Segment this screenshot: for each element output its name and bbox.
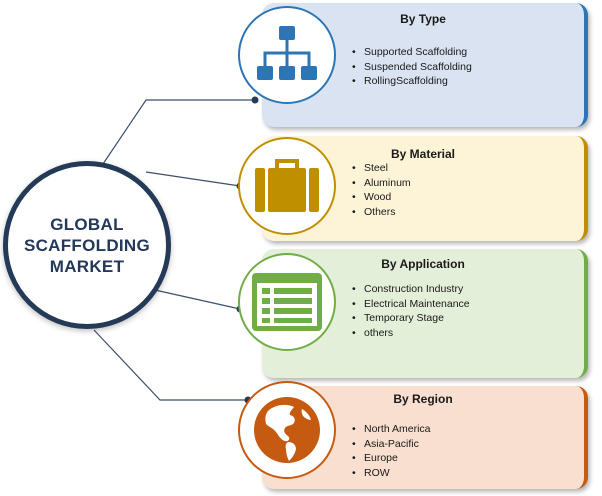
list-item: •RollingScaffolding (352, 75, 448, 87)
list-item: •Electrical Maintenance (352, 297, 470, 310)
list-item: •Wood (352, 191, 392, 203)
form-list-icon (252, 273, 322, 331)
list-item: •others (352, 326, 394, 339)
list-item: •Asia-Pacific (352, 437, 419, 450)
segment-items: •Construction Industry •Electrical Maint… (352, 282, 470, 340)
list-item: •Europe (352, 452, 398, 464)
list-item: •Construction Industry (352, 283, 464, 295)
segment-title: By Application (381, 257, 465, 271)
segment-title: By Type (400, 12, 446, 26)
list-item: •Steel (352, 162, 388, 174)
list-item: •Supported Scaffolding (352, 46, 468, 58)
segment-title: By Material (390, 147, 456, 161)
list-item: •Temporary Stage (352, 312, 444, 324)
segment-icon-circle (238, 381, 336, 479)
list-item: •North America (352, 423, 431, 435)
segment-items: •Supported Scaffolding •Suspended Scaffo… (352, 45, 472, 89)
briefcase-icon (255, 159, 319, 212)
segment-title: By Region (393, 392, 453, 406)
segment-icon-circle (238, 137, 336, 235)
segment-items: •North America •Asia-Pacific •Europe •RO… (352, 422, 431, 480)
segment-icon-circle (238, 6, 336, 104)
list-item: •Suspended Scaffolding (352, 60, 472, 73)
list-item: •ROW (352, 466, 390, 479)
segment-icon-circle (238, 253, 336, 351)
list-item: •Others (352, 205, 396, 218)
hierarchy-icon (257, 26, 317, 80)
hub-circle: GLOBAL SCAFFOLDING MARKET (3, 161, 171, 329)
list-item: •Aluminum (352, 176, 411, 189)
hub-title: GLOBAL SCAFFOLDING MARKET (23, 214, 151, 276)
globe-americas-icon (254, 397, 320, 463)
segment-items: •Steel •Aluminum •Wood •Others (352, 161, 411, 219)
